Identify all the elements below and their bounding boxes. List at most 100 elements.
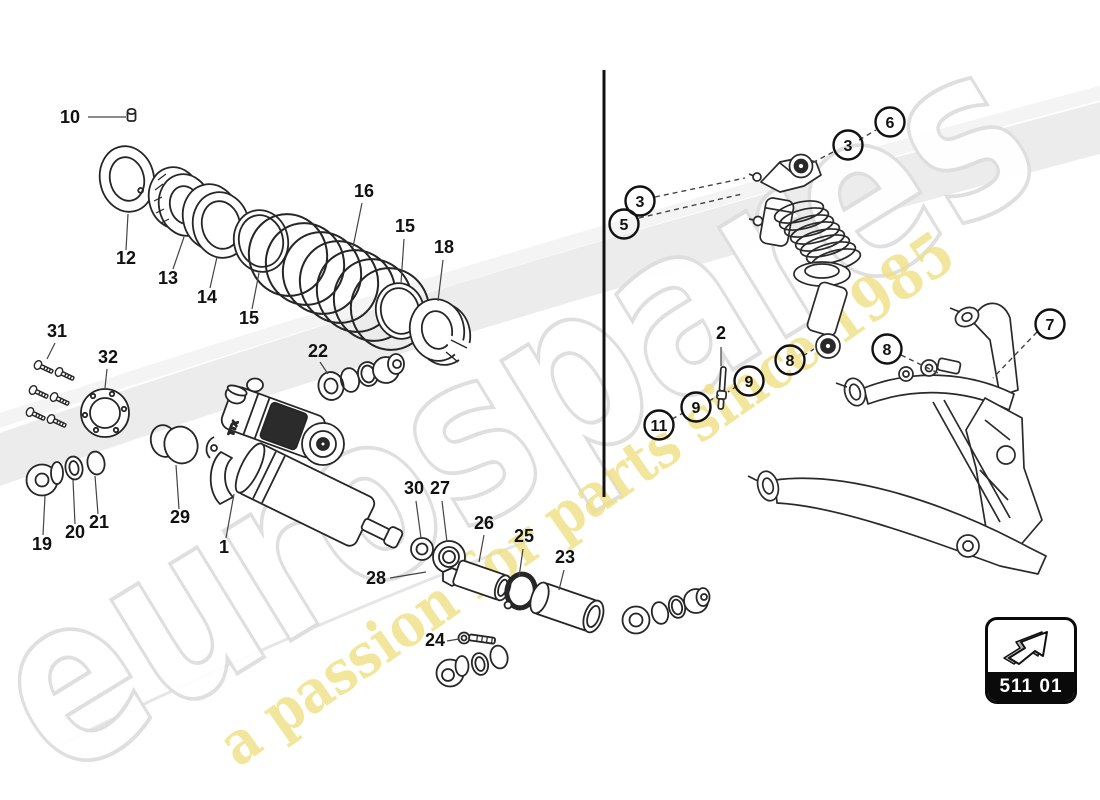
part-number-24[interactable]: 24 bbox=[425, 630, 445, 650]
part-washer-20 bbox=[64, 455, 84, 481]
leader-line bbox=[415, 500, 422, 539]
dashed-leader-line bbox=[802, 348, 815, 357]
part-bushing-set-lower bbox=[435, 644, 509, 688]
leader-line bbox=[446, 638, 460, 642]
circled-part-number-8[interactable]: 8 bbox=[883, 342, 892, 359]
part-ring-14 bbox=[181, 183, 251, 259]
part-washer-30 bbox=[410, 537, 434, 561]
part-washer-set-22 bbox=[317, 353, 405, 401]
leader-line bbox=[352, 202, 363, 248]
watermark-swoosh-thin bbox=[0, 85, 1100, 428]
assembled-shock bbox=[748, 153, 862, 359]
circled-part-number-8[interactable]: 8 bbox=[786, 353, 795, 370]
dashed-leader-line bbox=[900, 354, 939, 374]
circled-part-9[interactable] bbox=[680, 391, 712, 423]
circled-part-3[interactable] bbox=[832, 129, 864, 161]
part-ring-12 bbox=[98, 145, 156, 213]
part-split-ring-18 bbox=[408, 298, 472, 366]
part-number-2[interactable]: 2 bbox=[716, 323, 726, 343]
circled-part-number-6[interactable]: 6 bbox=[886, 115, 895, 132]
circled-part-number-5[interactable]: 5 bbox=[620, 217, 629, 234]
part-pin-10 bbox=[126, 108, 137, 122]
circled-part-5[interactable] bbox=[608, 208, 640, 240]
part-bushing-set-right bbox=[621, 587, 711, 635]
part-bushing-19 bbox=[25, 461, 64, 497]
circled-part-8[interactable] bbox=[774, 344, 806, 376]
part-number-29[interactable]: 29 bbox=[170, 507, 190, 527]
part-ring-15a bbox=[232, 209, 290, 273]
part-number-27[interactable]: 27 bbox=[430, 478, 450, 498]
suspension-assembly bbox=[747, 302, 1047, 575]
section-code-label: 511 01 bbox=[988, 672, 1074, 701]
circled-part-8[interactable] bbox=[871, 333, 903, 365]
leader-line bbox=[46, 342, 56, 360]
dashed-leader-line bbox=[708, 394, 720, 402]
part-number-18[interactable]: 18 bbox=[434, 237, 454, 257]
part-bolts-31 bbox=[25, 359, 75, 428]
part-spring-16 bbox=[247, 213, 431, 351]
circled-part-number-3[interactable]: 3 bbox=[636, 194, 645, 211]
part-number-30[interactable]: 30 bbox=[404, 478, 424, 498]
leader-line bbox=[518, 548, 524, 578]
direction-arrow-icon bbox=[1003, 631, 1048, 665]
part-number-23[interactable]: 23 bbox=[555, 547, 575, 567]
part-number-15[interactable]: 15 bbox=[395, 216, 415, 236]
part-cap-29 bbox=[149, 424, 199, 465]
leader-line bbox=[209, 256, 218, 289]
leader-line bbox=[172, 236, 185, 270]
part-snap-ring-21 bbox=[86, 450, 106, 476]
part-bolt-24 bbox=[457, 631, 496, 645]
part-shock-absorber-1: TTX bbox=[205, 377, 404, 549]
leader-line bbox=[441, 500, 448, 543]
section-code-box[interactable]: 511 01 bbox=[985, 617, 1077, 704]
part-number-31[interactable]: 31 bbox=[47, 321, 67, 341]
circled-part-number-7[interactable]: 7 bbox=[1046, 317, 1055, 334]
part-pin-2 bbox=[716, 366, 728, 410]
part-flanged-washer-27 bbox=[432, 540, 466, 574]
part-number-25[interactable]: 25 bbox=[514, 526, 534, 546]
part-number-16[interactable]: 16 bbox=[354, 181, 374, 201]
part-flange-32 bbox=[80, 388, 130, 438]
circled-part-6[interactable] bbox=[874, 106, 906, 138]
part-number-19[interactable]: 19 bbox=[32, 534, 52, 554]
leader-line bbox=[437, 259, 444, 302]
watermark-swoosh-line bbox=[59, 538, 531, 747]
circled-part-number-11[interactable]: 11 bbox=[651, 418, 668, 435]
leader-line bbox=[104, 368, 108, 389]
dashed-leader-line bbox=[671, 412, 684, 420]
circled-part-9[interactable] bbox=[733, 365, 765, 397]
part-number-21[interactable]: 21 bbox=[89, 512, 109, 532]
leader-line bbox=[72, 479, 76, 525]
circled-part-number-9[interactable]: 9 bbox=[745, 374, 754, 391]
dashed-leader-line bbox=[654, 177, 746, 198]
part-number-1[interactable]: 1 bbox=[219, 537, 229, 557]
leader-line bbox=[42, 495, 46, 536]
part-number-20[interactable]: 20 bbox=[65, 522, 85, 542]
dashed-leader-line bbox=[992, 331, 1038, 379]
leader-line bbox=[225, 493, 235, 539]
circled-part-3[interactable] bbox=[624, 185, 656, 217]
part-number-10[interactable]: 10 bbox=[60, 107, 80, 127]
leader-line bbox=[175, 464, 180, 510]
circled-part-number-9[interactable]: 9 bbox=[692, 400, 701, 417]
part-number-32[interactable]: 32 bbox=[98, 347, 118, 367]
assembled-view bbox=[716, 153, 1047, 575]
leader-line bbox=[400, 238, 405, 284]
leader-line bbox=[558, 569, 565, 591]
part-number-15[interactable]: 15 bbox=[239, 308, 259, 328]
leader-line bbox=[478, 534, 485, 563]
part-number-26[interactable]: 26 bbox=[474, 513, 494, 533]
arrow-area bbox=[988, 620, 1074, 672]
part-number-22[interactable]: 22 bbox=[308, 341, 328, 361]
leader-line bbox=[94, 475, 99, 515]
circled-part-number-3[interactable]: 3 bbox=[844, 138, 853, 155]
part-number-13[interactable]: 13 bbox=[158, 268, 178, 288]
part-number-14[interactable]: 14 bbox=[197, 287, 217, 307]
circled-part-11[interactable] bbox=[643, 409, 675, 441]
leader-line bbox=[125, 213, 129, 251]
part-number-12[interactable]: 12 bbox=[116, 248, 136, 268]
part-number-28[interactable]: 28 bbox=[366, 568, 386, 588]
circled-part-7[interactable] bbox=[1034, 308, 1066, 340]
